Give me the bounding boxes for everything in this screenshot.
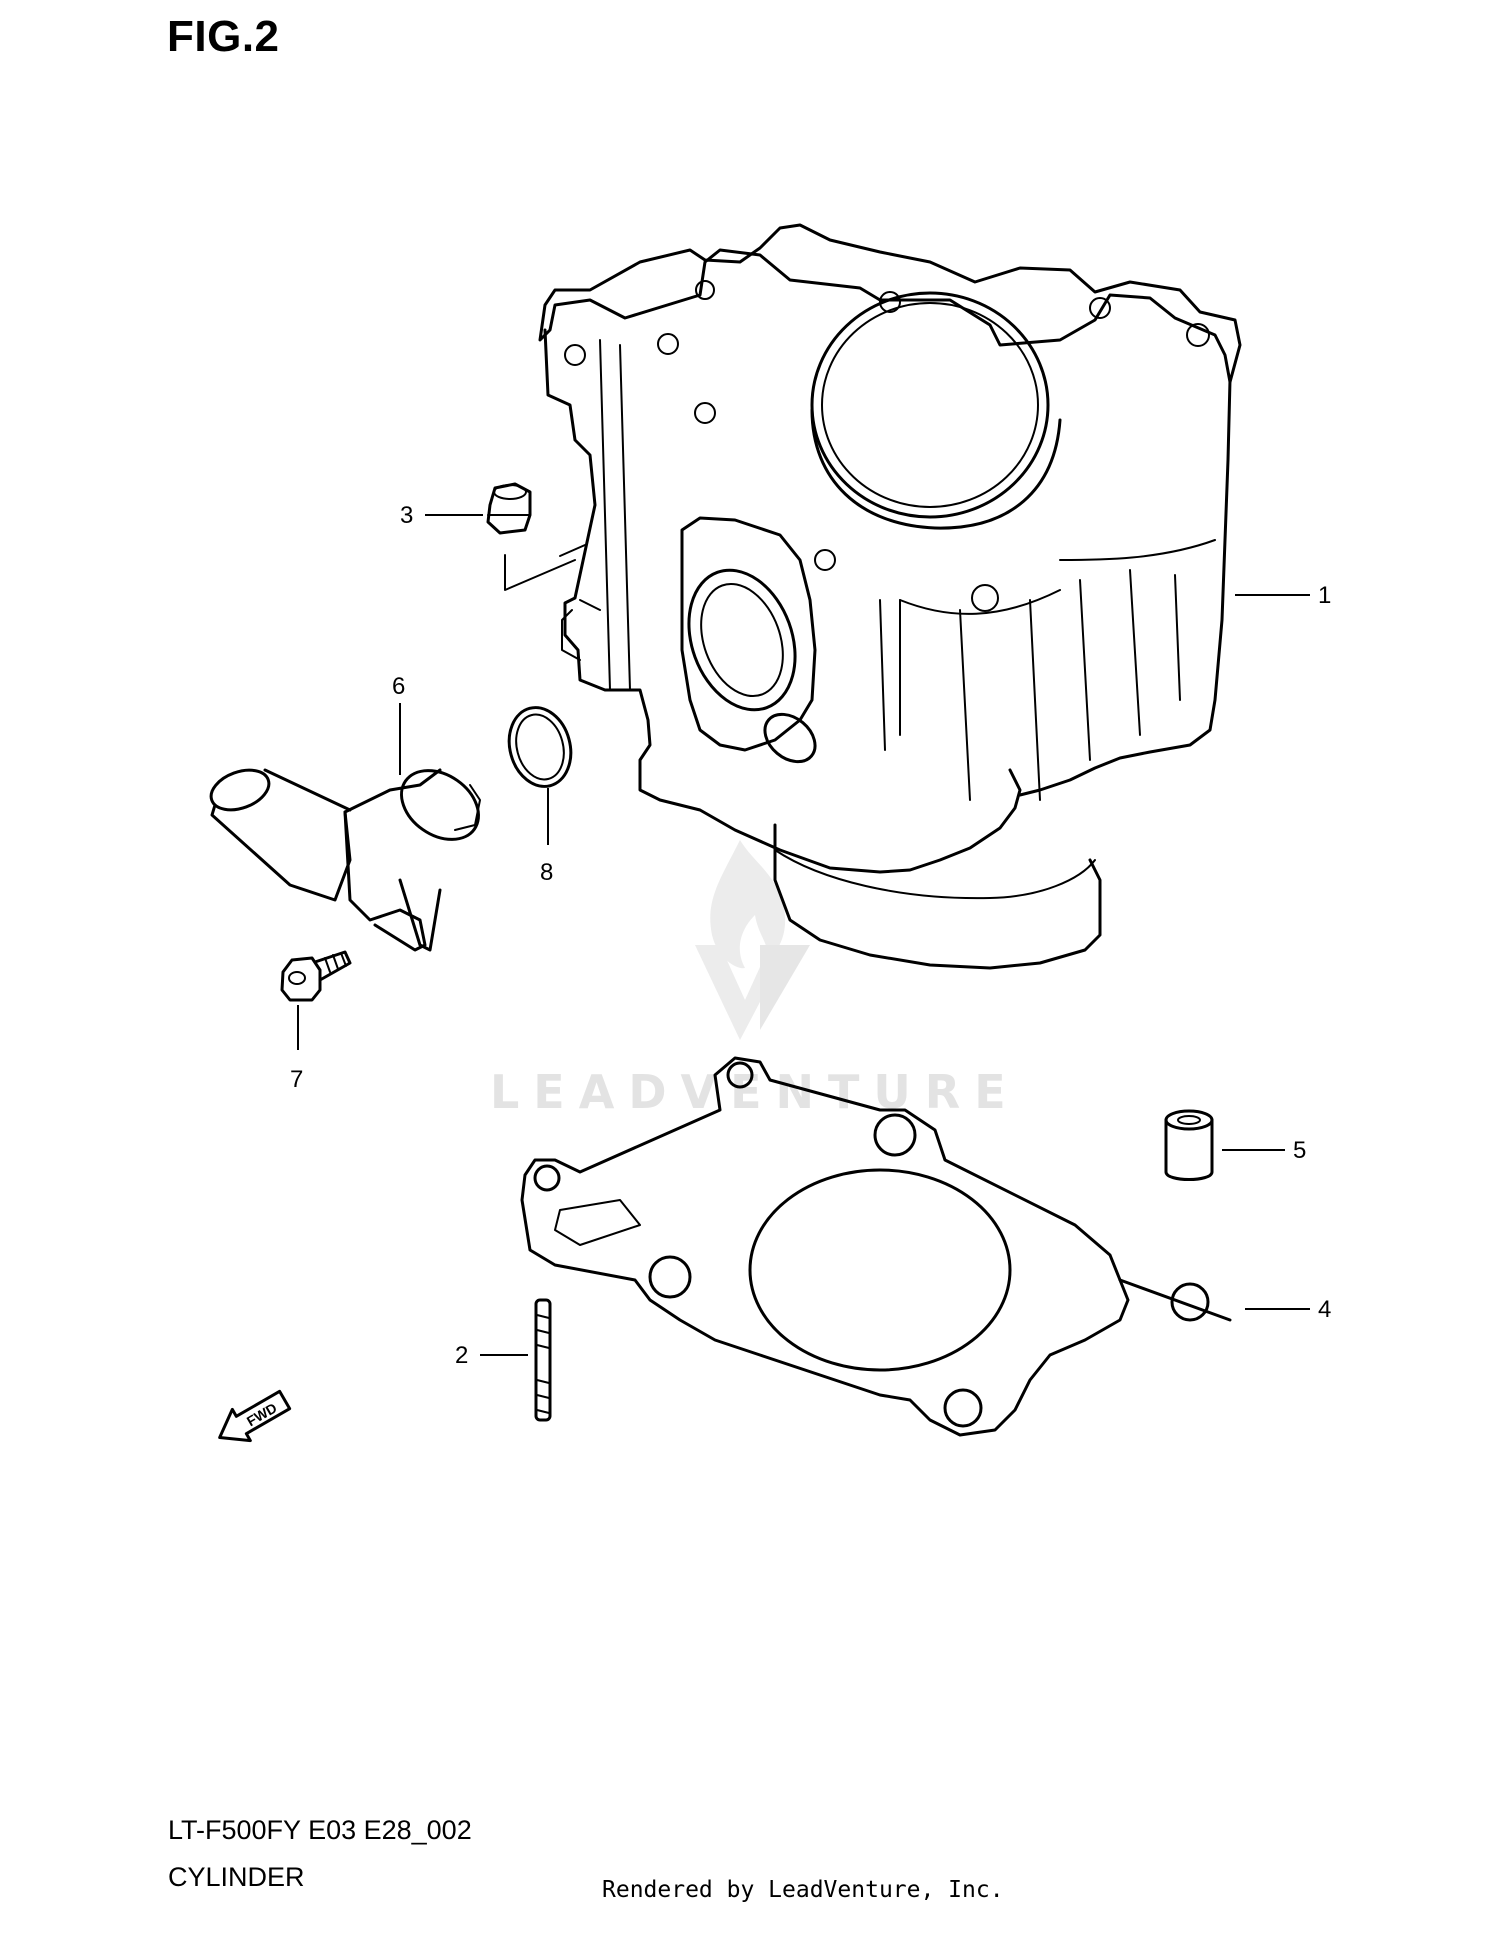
flange-nut[interactable] [486, 482, 586, 591]
callout-4[interactable]: 4 [1318, 1296, 1331, 1323]
figure-title: FIG.2 [167, 12, 280, 61]
callout-8[interactable]: 8 [540, 859, 553, 886]
dowel-pin[interactable] [1164, 1109, 1214, 1181]
water-inlet-elbow[interactable] [206, 756, 492, 952]
callout-6[interactable]: 6 [392, 673, 405, 700]
o-ring[interactable] [501, 701, 580, 794]
section-name: CYLINDER [168, 1862, 305, 1892]
model-code: LT-F500FY E03 E28_002 [168, 1815, 472, 1845]
cylinder-base-gasket[interactable] [520, 1056, 1232, 1437]
watermark-logo [695, 840, 810, 1040]
rendered-by: Rendered by LeadVenture, Inc. [602, 1877, 1004, 1903]
cylinder-block[interactable] [538, 223, 1242, 970]
callout-1[interactable]: 1 [1318, 582, 1331, 609]
callout-5[interactable]: 5 [1293, 1137, 1306, 1164]
callout-7[interactable]: 7 [290, 1066, 303, 1093]
callout-2[interactable]: 2 [455, 1342, 468, 1369]
stud-bolt[interactable] [534, 1298, 552, 1422]
watermark-text: LEADVENTURE [490, 1065, 1020, 1119]
hex-bolt[interactable] [280, 950, 352, 1002]
fwd-arrow-icon: FWD [218, 1389, 292, 1443]
callout-3[interactable]: 3 [400, 502, 413, 529]
